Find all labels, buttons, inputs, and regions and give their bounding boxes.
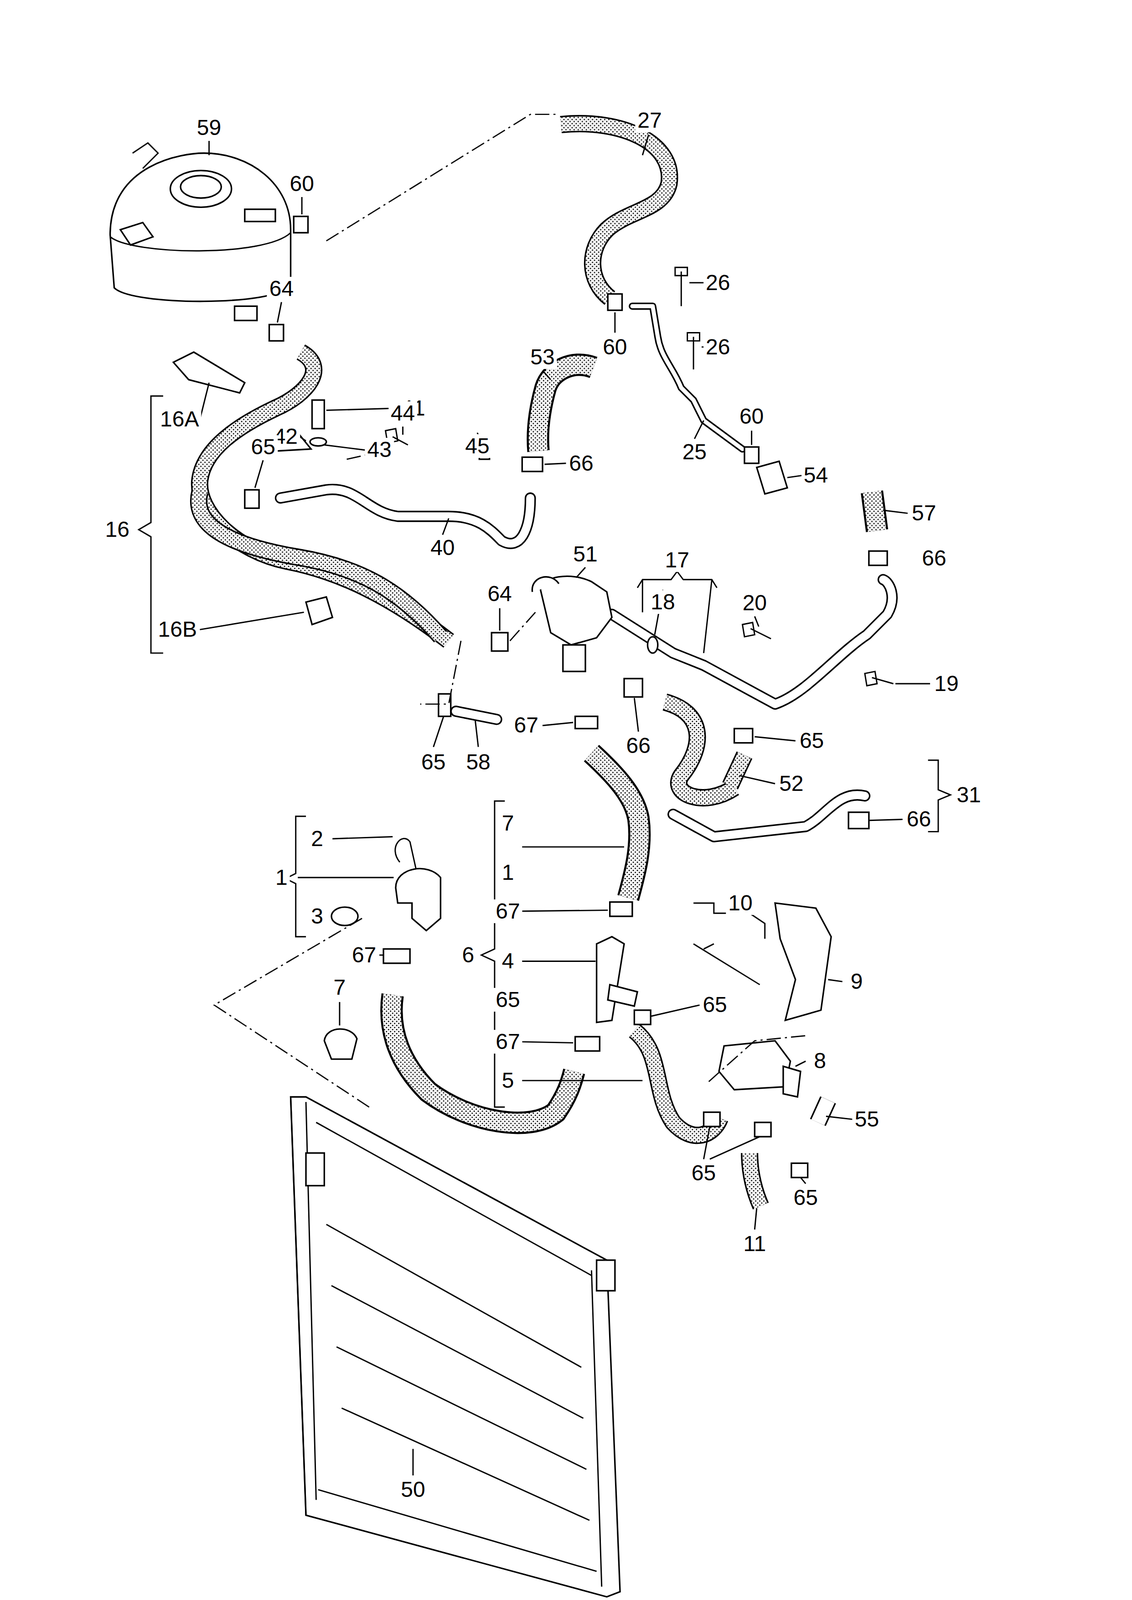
callout-number: 19 bbox=[931, 671, 961, 696]
callout-number: 8 bbox=[811, 1048, 829, 1073]
callout-number: 66 bbox=[566, 451, 596, 476]
callout-number: 66 bbox=[904, 806, 934, 831]
callout-number: 43 bbox=[364, 437, 394, 462]
callout-number: 53 bbox=[527, 345, 557, 369]
callout-number: 66 bbox=[919, 546, 949, 570]
callout-number: 57 bbox=[909, 501, 939, 525]
callout-number: 60 bbox=[287, 171, 316, 196]
callout-number: 31 bbox=[954, 782, 983, 807]
callout-number: 52 bbox=[776, 771, 806, 796]
callout-number: 20 bbox=[740, 590, 770, 615]
callout-number: 7 bbox=[499, 811, 517, 835]
callout-number: 16 bbox=[103, 517, 132, 542]
callout-number: 2 bbox=[308, 826, 326, 851]
callout-number: 17 bbox=[662, 547, 692, 572]
callout-number: 10 bbox=[725, 890, 755, 915]
callout-number: 16B bbox=[155, 617, 200, 641]
callout-number: 25 bbox=[680, 439, 709, 464]
callout-number: 65 bbox=[418, 749, 448, 774]
callout-number: 60 bbox=[600, 335, 630, 359]
callout-number: 5 bbox=[499, 1068, 517, 1092]
callout-number: 26 bbox=[703, 335, 733, 359]
callout-number: 1 bbox=[273, 865, 290, 890]
callout-number: 65 bbox=[248, 434, 278, 459]
callout-number: 50 bbox=[398, 1477, 428, 1501]
callout-number: 18 bbox=[648, 589, 678, 614]
callout-number: 7 bbox=[331, 975, 349, 999]
callout-number: 65 bbox=[790, 1185, 820, 1210]
callout-number: 54 bbox=[801, 463, 831, 487]
callout-number: 66 bbox=[624, 733, 653, 758]
callout-number: 4 bbox=[499, 948, 517, 973]
callout-number: 55 bbox=[852, 1106, 882, 1131]
callout-number: 67 bbox=[493, 899, 523, 923]
callout-number: 9 bbox=[848, 969, 866, 993]
callout-number: 64 bbox=[267, 276, 296, 301]
callout-number: 26 bbox=[703, 270, 733, 295]
callout-number: 1 bbox=[499, 860, 517, 884]
callout-number: 3 bbox=[308, 904, 326, 928]
callout-number: 6 bbox=[459, 942, 477, 967]
callout-number: 67 bbox=[511, 713, 541, 737]
callout-number: 58 bbox=[463, 749, 493, 774]
callout-number: 60 bbox=[737, 404, 766, 429]
callout-number: 64 bbox=[485, 581, 514, 606]
callout-number: 40 bbox=[428, 535, 457, 560]
callout-number: 16A bbox=[157, 407, 202, 431]
callout-number: 65 bbox=[493, 987, 523, 1012]
callout-number: 51 bbox=[570, 542, 600, 566]
callout-number: 65 bbox=[700, 992, 729, 1017]
callout-number: 59 bbox=[194, 115, 224, 140]
callout-number: 44 bbox=[388, 401, 418, 425]
callout-number: 45 bbox=[462, 434, 492, 458]
callout-number: 27 bbox=[635, 108, 664, 133]
callout-number: 67 bbox=[349, 942, 379, 967]
callout-number: 65 bbox=[797, 728, 827, 753]
callout-number: 67 bbox=[493, 1029, 523, 1054]
callout-number: 65 bbox=[689, 1160, 719, 1185]
callout-number: 11 bbox=[740, 1231, 769, 1256]
